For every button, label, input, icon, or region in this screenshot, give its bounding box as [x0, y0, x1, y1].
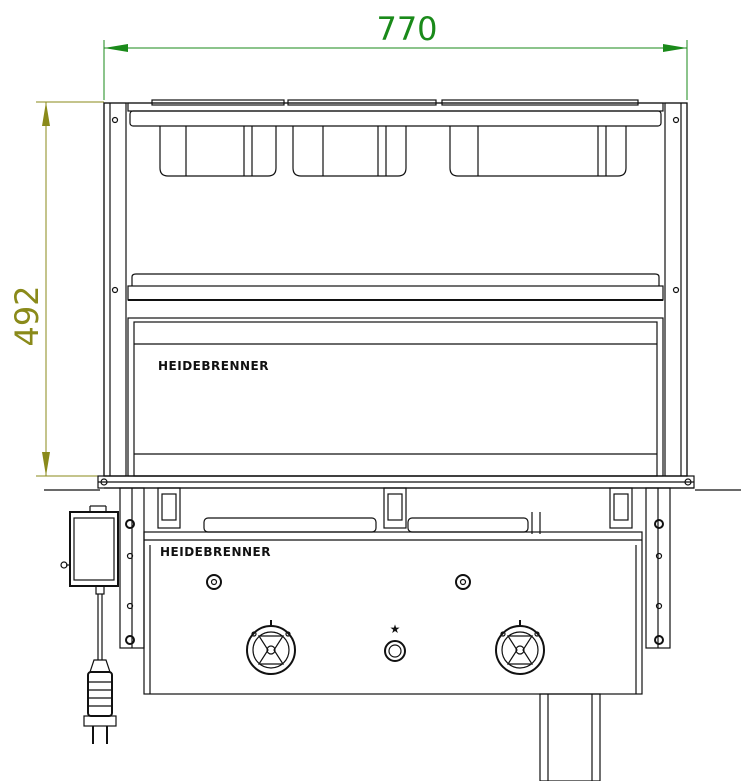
star-icon: ★ — [390, 622, 401, 636]
control-unit: HEIDEBRENNER ★ — [143, 531, 643, 695]
upper-cabinet: HEIDEBRENNER — [103, 99, 688, 477]
drain-pipe — [539, 693, 601, 781]
height-dimension: 492 — [8, 101, 104, 477]
height-dimension-label: 492 — [8, 285, 46, 346]
knob-icon[interactable] — [495, 620, 545, 675]
width-dimension: 770 — [103, 10, 688, 100]
power-plug-icon — [83, 659, 117, 744]
width-dimension-label: 770 — [376, 10, 437, 48]
svg-text:★: ★ — [390, 622, 401, 636]
junction-box — [60, 505, 119, 587]
power-button[interactable] — [384, 640, 406, 662]
right-pilot-lamp — [455, 574, 471, 590]
lower-brand-logo: HEIDEBRENNER — [160, 545, 271, 559]
knob-icon[interactable] — [246, 620, 296, 675]
left-pilot-lamp — [206, 574, 222, 590]
upper-brand-logo: HEIDEBRENNER — [158, 359, 269, 373]
power-cable — [95, 585, 105, 660]
